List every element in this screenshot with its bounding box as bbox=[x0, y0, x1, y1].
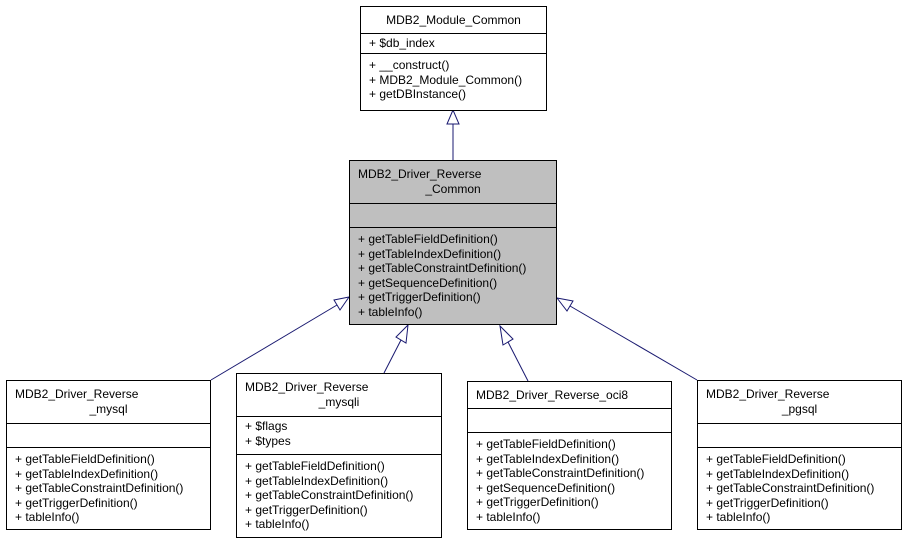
arrowhead-from-pgsql bbox=[555, 297, 574, 312]
method-row: + getTableFieldDefinition() bbox=[476, 437, 616, 451]
method-row: + getSequenceDefinition() bbox=[358, 275, 498, 290]
class-mdb2-driver-reverse-pgsql[interactable]: MDB2_Driver_Reverse_pgsql + getTableField… bbox=[697, 380, 902, 530]
class-mdb2-driver-reverse-oci8[interactable]: MDB2_Driver_Reverse_oci8 + getTableFieldD… bbox=[467, 381, 672, 530]
class-title-line: _mysqli bbox=[318, 394, 360, 409]
method-row: + getTableConstraintDefinition() bbox=[15, 481, 184, 496]
method-row: + getTableIndexDefinition() bbox=[15, 466, 159, 481]
attributes-section: + $db_index bbox=[361, 33, 546, 53]
class-mdb2-driver-reverse-mysqli[interactable]: MDB2_Driver_Reverse_mysqli+ $flags+ $typ… bbox=[236, 373, 442, 538]
method-row: + getTableConstraintDefinition() bbox=[476, 466, 645, 481]
class-mdb2-driver-reverse-common[interactable]: MDB2_Driver_Reverse_Common + getTableFiel… bbox=[349, 160, 557, 325]
edge-pgsql-to-common bbox=[569, 305, 698, 381]
methods-section: + getTableFieldDefinition()+ getTableInd… bbox=[468, 432, 671, 527]
methods-section: + getTableFieldDefinition()+ getTableInd… bbox=[350, 227, 556, 322]
method-row: + getDBInstance() bbox=[369, 87, 467, 102]
class-mdb2-driver-reverse-mysql[interactable]: MDB2_Driver_Reverse_mysql + getTableField… bbox=[6, 380, 211, 530]
method-row: + __construct() bbox=[369, 58, 450, 72]
attribute-row: + $db_index bbox=[369, 36, 435, 50]
method-row: + tableInfo() bbox=[358, 304, 423, 319]
method-row: + getTableFieldDefinition() bbox=[358, 232, 498, 246]
class-mdb2-module-common[interactable]: MDB2_Module_Common + $db_index + __constru… bbox=[360, 6, 547, 111]
attributes-section: + $flags+ $types bbox=[237, 416, 441, 454]
edge-mysql-to-common bbox=[210, 304, 338, 381]
class-title: MDB2_Driver_Reverse_Common bbox=[350, 161, 556, 203]
class-title-line: MDB2_Driver_Reverse bbox=[245, 380, 369, 394]
arrowhead-module bbox=[446, 108, 460, 125]
method-row: + getTableConstraintDefinition() bbox=[706, 481, 875, 496]
method-row: + getTableFieldDefinition() bbox=[245, 459, 385, 473]
method-row: + getTriggerDefinition() bbox=[706, 495, 829, 510]
class-title-line: MDB2_Driver_Reverse_oci8 bbox=[476, 388, 629, 402]
attributes-section bbox=[7, 423, 210, 447]
edge-oci8-to-common bbox=[507, 341, 529, 382]
edge-mysqli-to-common bbox=[383, 339, 402, 374]
method-row: + MDB2_Module_Common() bbox=[369, 72, 523, 87]
method-row: + getTableFieldDefinition() bbox=[15, 452, 155, 466]
attributes-section bbox=[350, 203, 556, 227]
method-row: + getSequenceDefinition() bbox=[476, 480, 616, 495]
method-row: + tableInfo() bbox=[245, 517, 310, 532]
method-row: + getTableFieldDefinition() bbox=[706, 452, 846, 466]
class-title: MDB2_Driver_Reverse_mysql bbox=[7, 381, 210, 423]
methods-section: + getTableFieldDefinition()+ getTableInd… bbox=[7, 447, 210, 527]
method-row: + getTableIndexDefinition() bbox=[706, 466, 850, 481]
class-title-line: _mysql bbox=[89, 401, 128, 416]
method-row: + getTriggerDefinition() bbox=[358, 290, 481, 305]
attributes-section bbox=[698, 423, 901, 447]
attributes-section bbox=[468, 408, 671, 432]
method-row: + tableInfo() bbox=[476, 509, 541, 524]
class-title-line: MDB2_Driver_Reverse bbox=[358, 167, 482, 181]
class-title: MDB2_Driver_Reverse_pgsql bbox=[698, 381, 901, 423]
arrowhead-from-oci8 bbox=[499, 324, 514, 346]
method-row: + getTriggerDefinition() bbox=[245, 502, 368, 517]
attribute-row: + $types bbox=[245, 433, 291, 448]
class-title: MDB2_Driver_Reverse_oci8 bbox=[468, 382, 671, 408]
method-row: + getTableIndexDefinition() bbox=[476, 451, 620, 466]
class-title: MDB2_Module_Common bbox=[361, 7, 546, 33]
method-row: + getTriggerDefinition() bbox=[15, 495, 138, 510]
method-row: + tableInfo() bbox=[706, 510, 771, 525]
class-title-line: MDB2_Module_Common bbox=[386, 13, 521, 27]
method-row: + getTableConstraintDefinition() bbox=[245, 488, 414, 503]
class-title: MDB2_Driver_Reverse_mysqli bbox=[237, 374, 441, 416]
methods-section: + getTableFieldDefinition()+ getTableInd… bbox=[237, 454, 441, 534]
attribute-row: + $flags bbox=[245, 419, 288, 433]
methods-section: + getTableFieldDefinition()+ getTableInd… bbox=[698, 447, 901, 527]
class-title-line: _Common bbox=[425, 181, 481, 196]
method-row: + getTableIndexDefinition() bbox=[358, 246, 502, 261]
class-title-line: _pgsql bbox=[781, 401, 818, 416]
methods-section: + __construct()+ MDB2_Module_Common()+ g… bbox=[361, 53, 546, 104]
class-title-line: MDB2_Driver_Reverse bbox=[15, 387, 139, 401]
method-row: + tableInfo() bbox=[15, 510, 80, 525]
arrowhead-from-mysqli bbox=[395, 323, 409, 344]
method-row: + getTableConstraintDefinition() bbox=[358, 261, 527, 276]
method-row: + getTableIndexDefinition() bbox=[245, 473, 389, 488]
method-row: + getTriggerDefinition() bbox=[476, 495, 599, 510]
arrowhead-from-mysql bbox=[333, 296, 351, 311]
class-title-line: MDB2_Driver_Reverse bbox=[706, 387, 830, 401]
